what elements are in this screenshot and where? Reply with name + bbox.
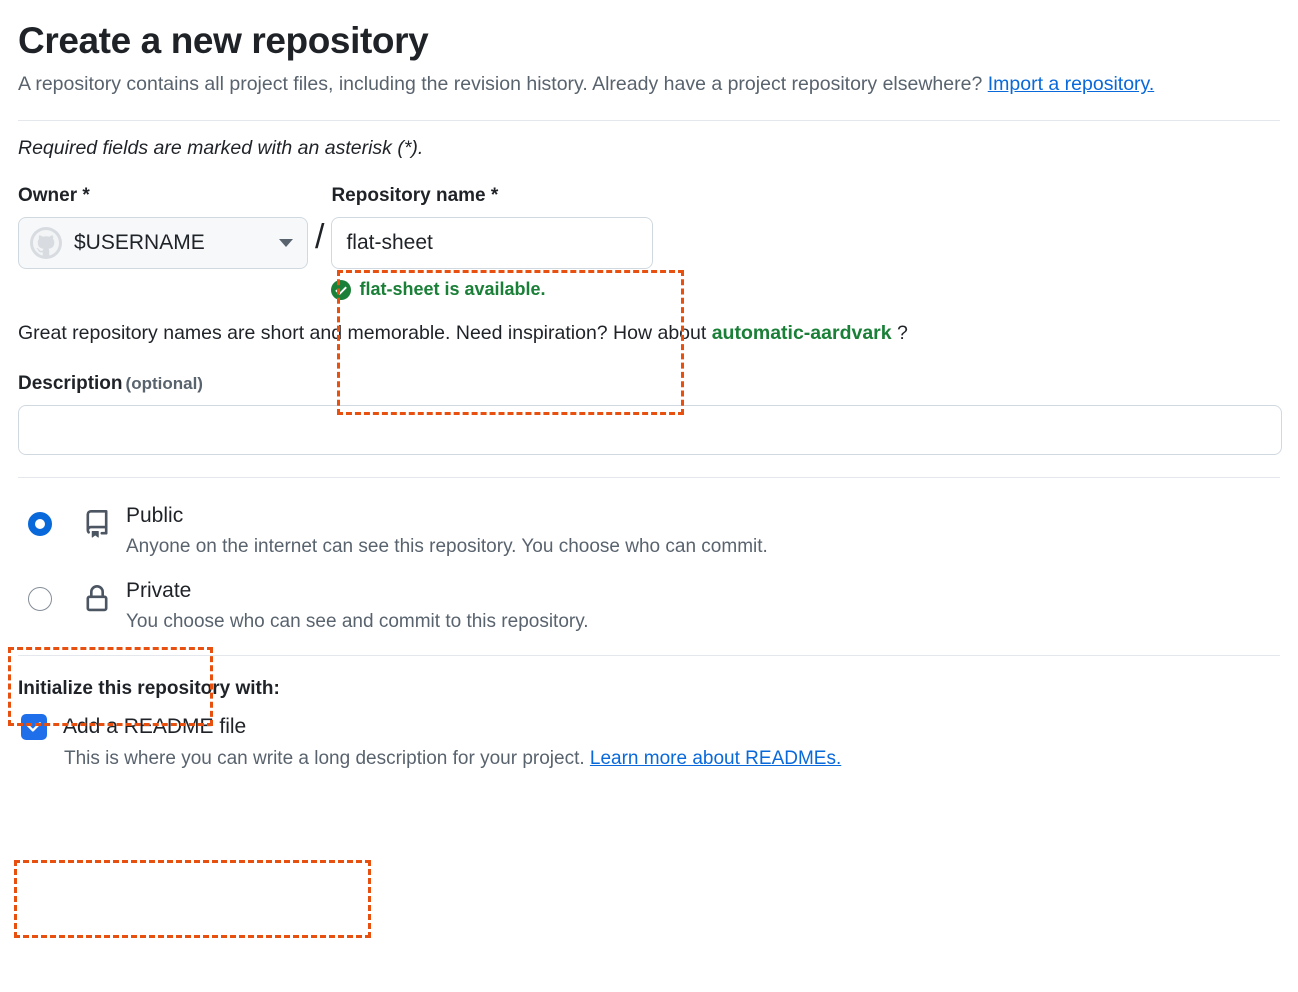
page-intro: A repository contains all project files,… — [18, 69, 1203, 101]
divider-top — [18, 120, 1280, 122]
suggested-repository-name[interactable]: automatic-aardvark — [711, 322, 892, 345]
initialize-section: Initialize this repository with: Add a R… — [18, 678, 1280, 770]
divider-visibility — [18, 477, 1280, 479]
owner-value: $USERNAME — [74, 231, 205, 255]
visibility-private-title: Private — [126, 578, 192, 602]
checkmark-icon — [26, 721, 42, 732]
visibility-private-text: Private You choose who can see and commi… — [126, 577, 589, 636]
github-octocat-avatar-icon — [30, 227, 62, 260]
learn-more-readmes-link[interactable]: Learn more about READMEs. — [589, 747, 842, 769]
description-field: Description(optional) — [18, 373, 1282, 456]
repository-name-field: Repository name * flat-sheet is availabl… — [331, 185, 654, 300]
repo-book-icon — [82, 510, 112, 538]
import-repository-link[interactable]: Import a repository. — [987, 73, 1155, 96]
availability-text: flat-sheet is available. — [359, 279, 546, 300]
lock-icon — [82, 584, 112, 613]
owner-and-name-row: Owner * $USERNAME / Repository name * — [18, 185, 1280, 300]
page-title: Create a new repository — [18, 20, 429, 61]
annotation-box-initialize — [14, 860, 371, 938]
visibility-option-public[interactable]: Public Anyone on the internet can see th… — [18, 502, 1280, 561]
readme-help-text: This is where you can write a long descr… — [64, 748, 1280, 770]
required-fields-note: Required fields are marked with an aster… — [18, 137, 424, 160]
divider-initialize — [18, 654, 1280, 656]
visibility-option-private[interactable]: Private You choose who can see and commi… — [18, 577, 1280, 636]
readme-checkbox-label: Add a README file — [63, 714, 247, 738]
visibility-private-description: You choose who can see and commit to thi… — [126, 611, 589, 633]
owner-select[interactable]: $USERNAME — [18, 217, 308, 270]
checkbox-add-readme[interactable] — [21, 713, 47, 740]
readme-checkbox-row[interactable]: Add a README file — [18, 713, 1280, 740]
description-label: Description — [18, 373, 123, 395]
readme-help-prefix: This is where you can write a long descr… — [64, 747, 590, 769]
repository-name-input[interactable] — [331, 217, 654, 270]
radio-private[interactable] — [28, 586, 52, 611]
suggestion-suffix: ? — [891, 322, 908, 345]
description-input[interactable] — [18, 405, 1282, 456]
owner-name-separator: / — [315, 218, 325, 257]
availability-message: flat-sheet is available. — [331, 279, 653, 300]
initialize-title: Initialize this repository with: — [18, 677, 280, 699]
page-intro-text: A repository contains all project files,… — [18, 73, 988, 96]
suggestion-prefix: Great repository names are short and mem… — [18, 322, 712, 345]
visibility-options: Public Anyone on the internet can see th… — [18, 502, 1280, 636]
repository-name-label: Repository name * — [331, 185, 499, 207]
visibility-public-text: Public Anyone on the internet can see th… — [126, 502, 768, 561]
owner-field: Owner * $USERNAME — [18, 185, 308, 270]
description-optional-tag: (optional) — [125, 374, 203, 394]
check-circle-icon — [331, 279, 352, 300]
owner-label: Owner * — [18, 185, 90, 207]
name-suggestion: Great repository names are short and mem… — [18, 322, 1280, 345]
visibility-public-description: Anyone on the internet can see this repo… — [126, 536, 768, 558]
visibility-public-title: Public — [126, 504, 184, 528]
radio-public[interactable] — [28, 512, 52, 537]
chevron-down-icon — [279, 239, 293, 248]
create-repository-page: Create a new repository A repository con… — [0, 20, 1298, 770]
